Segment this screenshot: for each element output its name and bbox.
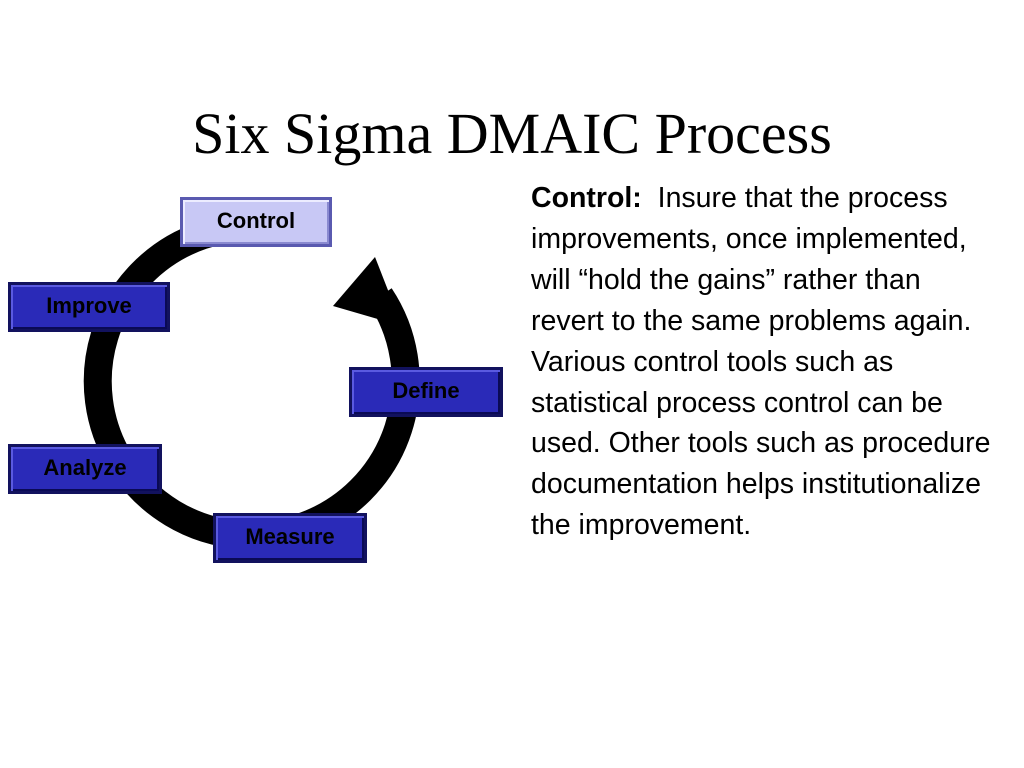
step-box-measure[interactable]: Measure (213, 513, 367, 563)
step-label-define: Define (392, 378, 460, 403)
step-label-analyze: Analyze (43, 455, 127, 480)
description-heading: Control: (531, 182, 642, 214)
cycle-ring-arrow (83, 213, 420, 550)
step-box-define[interactable]: Define (349, 367, 503, 417)
step-label-control: Control (216, 208, 296, 233)
step-box-analyze[interactable]: Analyze (8, 444, 162, 494)
slide-title: Six Sigma DMAIC Process (192, 101, 832, 166)
step-box-improve[interactable]: Improve (8, 282, 170, 332)
step-box-control[interactable]: Control (180, 197, 332, 247)
cycle-arrowhead (333, 257, 402, 326)
description-body: Insure that the process improvements, on… (531, 182, 991, 542)
step-label-measure: Measure (245, 524, 335, 549)
control-description: Control: Insure that the process improve… (531, 178, 991, 546)
step-label-improve: Improve (46, 293, 132, 318)
